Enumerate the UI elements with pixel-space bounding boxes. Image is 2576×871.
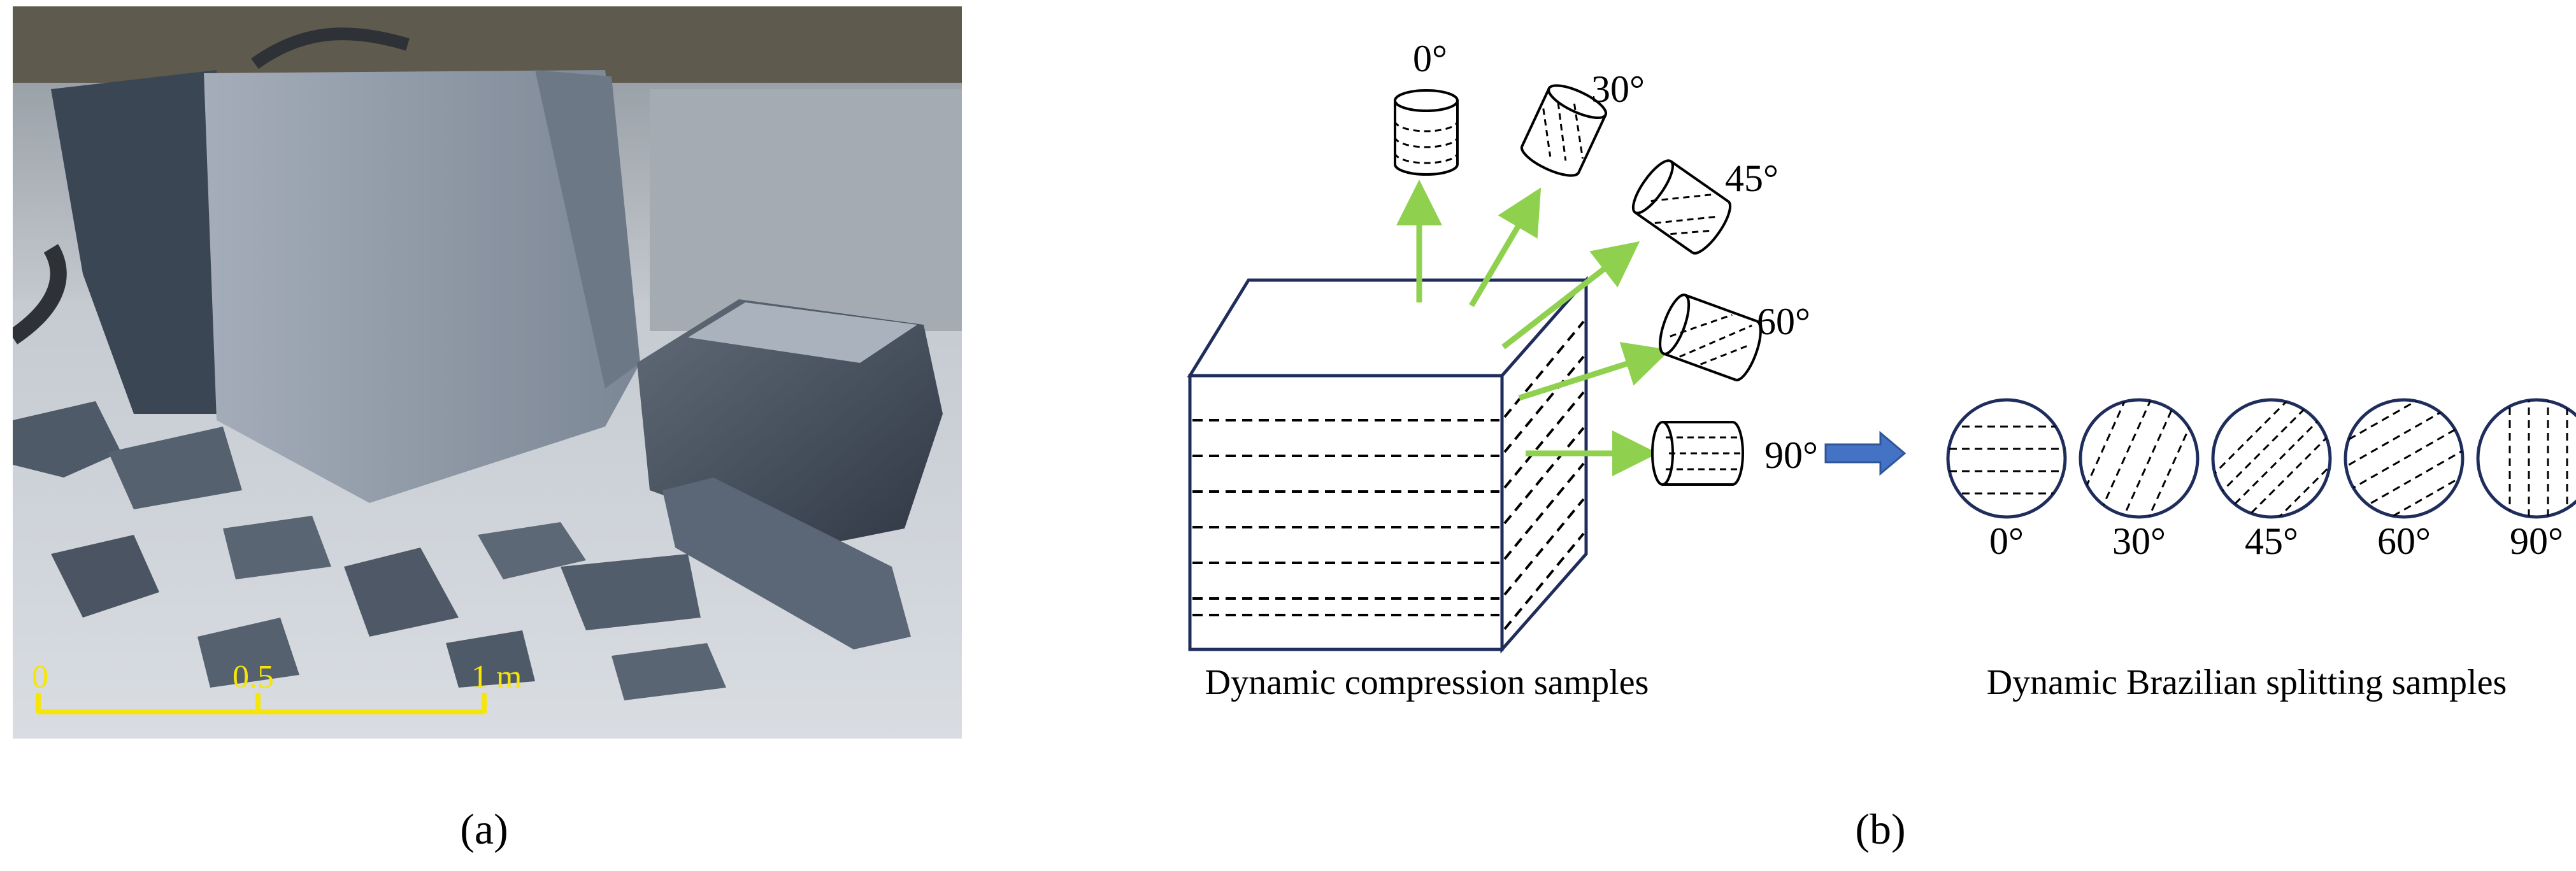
background-wall-right	[650, 89, 962, 331]
cylinder-sample-0	[1394, 89, 1459, 176]
brazilian-angle-30: 30°	[2112, 520, 2166, 562]
rock-fragment	[344, 548, 459, 637]
large-rock-block-side	[51, 70, 223, 414]
rock-fragment	[612, 643, 726, 700]
brazilian-caption: Dynamic Brazilian splitting samples	[1987, 663, 2507, 702]
coring-arrows	[1396, 180, 1671, 476]
brazilian-angle-60: 60°	[2377, 520, 2431, 562]
cube-front-face	[1188, 374, 1504, 651]
bedding-line	[1503, 355, 1585, 453]
large-rock-block-face	[204, 70, 640, 503]
disc-sample-60	[2343, 398, 2465, 519]
disc-sample-90	[2476, 398, 2576, 519]
brazilian-angle-45: 45°	[2245, 520, 2298, 562]
brazilian-angle-90: 90°	[2510, 520, 2563, 562]
rock-fragment-front	[662, 478, 911, 649]
arrow-45	[1501, 241, 1640, 350]
layered-rock-cube	[1187, 276, 1590, 654]
panel-label-a: (a)	[460, 805, 508, 853]
rock-fragment	[13, 401, 121, 478]
hose-top	[251, 27, 410, 69]
scale-bar-label-0: 0	[32, 659, 48, 695]
bedding-line	[1503, 427, 1585, 525]
scale-bar	[36, 693, 487, 714]
compression-caption: Dynamic compression samples	[1205, 663, 1649, 702]
compression-angle-30: 30°	[1591, 68, 1645, 110]
cylinder-sample-60	[1659, 294, 1762, 381]
large-rock-block-dark-edge	[535, 70, 640, 388]
bedding-line	[1503, 462, 1585, 560]
rock-photo: 0 0.5 1 m	[13, 6, 962, 739]
hose	[13, 244, 67, 344]
compression-angle-90: 90°	[1764, 434, 1818, 476]
rock-fragment	[561, 554, 701, 630]
rock-slab-top	[688, 302, 917, 363]
rock-fragment	[478, 522, 586, 579]
scale-bar-label-1m: 1 m	[471, 659, 522, 695]
cylinder-sample-45	[1631, 159, 1732, 255]
disc-sample-0	[1946, 398, 2067, 519]
bedding-line	[1503, 532, 1585, 630]
rock-fragment	[446, 630, 535, 688]
compression-angle-0: 0°	[1413, 38, 1447, 80]
compression-angle-60: 60°	[1757, 301, 1810, 343]
compression-angle-45: 45°	[1725, 157, 1778, 199]
panel-label-b: (b)	[1855, 805, 1905, 853]
cube-front-bedding-lines	[1192, 419, 1499, 616]
arrow-30	[1469, 187, 1542, 308]
disc-sample-45	[2211, 398, 2332, 519]
disc-sample-30	[2079, 398, 2200, 519]
scale-bar-label-half: 0.5	[233, 659, 274, 695]
bedding-line	[1503, 320, 1585, 418]
bedding-line	[1503, 391, 1585, 489]
rock-fragment	[51, 535, 159, 618]
cylinder-sample-90	[1651, 421, 1744, 486]
arrow-60	[1518, 342, 1671, 401]
rock-fragment	[197, 618, 299, 688]
cylinder-sample-30	[1520, 84, 1608, 177]
rock-fragment	[108, 427, 242, 509]
cube-side-bedding-lines	[1503, 320, 1585, 630]
rock-fragment	[223, 516, 331, 579]
blue-block-arrow	[1824, 430, 1907, 476]
bedding-line	[1503, 498, 1585, 596]
brazilian-angle-0: 0°	[1989, 520, 2024, 562]
